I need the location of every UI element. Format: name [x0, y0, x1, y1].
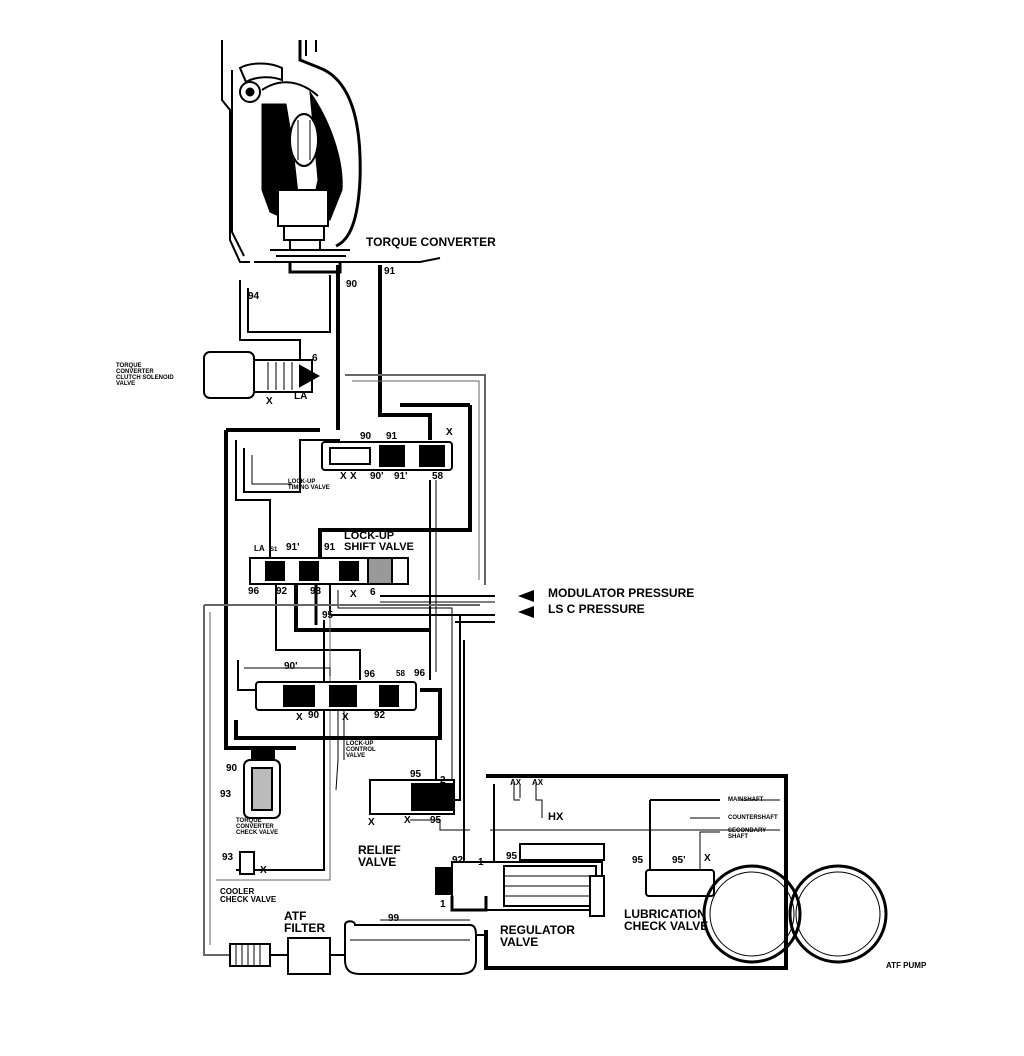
port-6-top: 6 — [312, 353, 318, 364]
port-95p-lubrication: 95' — [672, 855, 686, 866]
port-x-cooler: X — [260, 865, 267, 876]
label-modulator-pressure: MODULATOR PRESSURE — [548, 586, 695, 600]
label-cooler-check-valve: COOLER CHECK VALVE — [220, 887, 277, 904]
port-95-regulator: 95 — [506, 851, 518, 862]
port-95-relief: 95 — [410, 769, 422, 780]
port-90p-timing: 90' — [370, 471, 384, 482]
port-90-top: 90 — [346, 279, 358, 290]
port-93-cooler: 93 — [222, 852, 234, 863]
port-91p-timing: 91' — [394, 471, 408, 482]
port-95-lubrication: 95 — [632, 855, 644, 866]
port-1-regulator: 1 — [478, 857, 484, 868]
label-atf-pump: ATF PUMP — [886, 961, 927, 970]
port-90p-control: 90' — [284, 661, 298, 672]
port-x-relief-2: X — [404, 815, 411, 826]
port-96-control: 96 — [364, 669, 376, 680]
port-la-top: LA — [294, 391, 308, 402]
label-lockup-control-valve: LOCK-UP CONTROL VALVE — [346, 741, 376, 759]
port-91-top: 91 — [384, 266, 396, 277]
port-58-timing: 58 — [432, 471, 444, 482]
port-90-timing: 90 — [360, 431, 372, 442]
port-90-control: 90 — [308, 710, 320, 721]
port-x-lubrication: X — [704, 853, 711, 864]
port-x-shift: X — [350, 589, 357, 600]
port-93-shift: 93 — [310, 586, 322, 597]
valve-bodies — [203, 351, 715, 975]
port-92-regulator: 92 — [452, 855, 464, 866]
pressure-arrows — [518, 590, 534, 618]
label-lockup-timing-valve: LOCK-UP TIMING VALVE — [288, 479, 330, 491]
label-secondary-shaft: SECONDARY SHAFT — [728, 828, 767, 840]
port-95-relief-bottom: 95 — [430, 815, 442, 826]
port-x-timing-1: X — [340, 471, 347, 482]
port-x-control-2: X — [342, 712, 349, 723]
label-countershaft: COUNTERSHAFT — [728, 815, 778, 821]
label-relief-valve: RELIEF VALVE — [358, 843, 401, 869]
port-96-control-right: 96 — [414, 668, 426, 679]
label-regulator-valve: REGULATOR VALVE — [500, 923, 575, 949]
label-ax-2: AX — [532, 778, 544, 787]
lsc-arrow-icon — [518, 606, 534, 618]
port-96-shift: 96 — [248, 586, 260, 597]
label-lubrication-check-valve: LUBRICATION CHECK VALVE — [624, 907, 709, 933]
label-tcc-solenoid: TORQUE CONVERTER CLUTCH SOLENOID VALVE — [116, 363, 174, 387]
label-hx: HX — [548, 811, 564, 823]
torque-converter — [221, 40, 441, 274]
port-90-tcc: 90 — [226, 763, 238, 774]
label-lsc-pressure: LS C PRESSURE — [548, 602, 645, 616]
port-x-timing-2: X — [350, 471, 357, 482]
port-91-shift: 91 — [324, 542, 336, 553]
port-6-shift: 6 — [370, 587, 376, 598]
label-lockup-shift-valve: LOCK-UP SHIFT VALVE — [344, 530, 414, 553]
port-95-shift: 95 — [322, 610, 334, 621]
port-91p-shift: 91' — [286, 542, 300, 553]
port-la-shift: LA — [254, 544, 265, 553]
modulator-arrow-icon — [518, 590, 534, 602]
port-94: 94 — [248, 291, 260, 302]
port-x-timing-right: X — [446, 427, 453, 438]
port-x-relief-1: X — [368, 817, 375, 828]
port-93-tcc: 93 — [220, 789, 232, 800]
label-tc-check-valve: TORQUE CONVERTER CHECK VALVE — [236, 818, 279, 836]
label-torque-converter: TORQUE CONVERTER — [366, 235, 496, 249]
port-58-control: 58 — [396, 669, 405, 678]
port-2-relief: 2 — [440, 775, 446, 786]
port-92-shift: 92 — [276, 586, 288, 597]
port-x-control-1: X — [296, 712, 303, 723]
port-99: 99 — [388, 913, 400, 924]
port-1-regulator-bottom: 1 — [440, 899, 446, 910]
label-mainshaft: MAINSHAFT — [728, 797, 764, 803]
port-91-timing: 91 — [386, 431, 398, 442]
port-92-control: 92 — [374, 710, 386, 721]
atf-pump — [702, 864, 888, 964]
label-atf-filter: ATF FILTER — [284, 909, 326, 935]
port-x-solenoid: X — [266, 396, 273, 407]
port-s1-shift: S1 — [270, 547, 278, 553]
label-ax-1: AX — [510, 778, 522, 787]
